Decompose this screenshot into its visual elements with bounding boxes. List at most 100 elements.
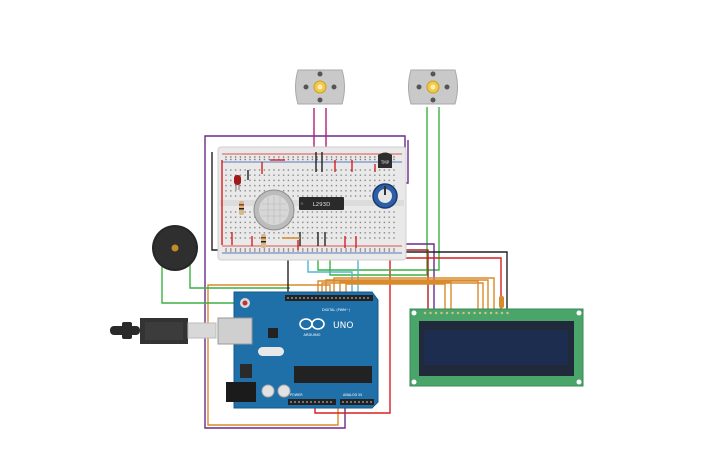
hole xyxy=(393,248,395,250)
hole xyxy=(234,248,237,250)
hole xyxy=(350,156,352,158)
red-led[interactable] xyxy=(234,175,241,190)
hole xyxy=(282,248,285,250)
hole xyxy=(388,237,390,239)
hole xyxy=(254,169,256,171)
hole xyxy=(249,156,251,158)
hole xyxy=(345,195,347,197)
hole xyxy=(239,195,242,197)
hole xyxy=(330,221,333,224)
arduino-uno[interactable]: UNO ARDUINO DIGITAL (PWM~) POWER ANALOG … xyxy=(217,291,379,409)
hole xyxy=(258,248,261,250)
hole xyxy=(263,158,266,161)
hole xyxy=(331,297,333,299)
hole xyxy=(378,216,381,218)
potentiometer[interactable] xyxy=(372,183,398,209)
resistor-2 xyxy=(261,234,266,248)
hole xyxy=(346,401,348,403)
hole xyxy=(383,221,386,224)
resistor-1 xyxy=(239,201,244,215)
hole xyxy=(297,174,299,176)
hole xyxy=(234,216,237,218)
hole xyxy=(234,169,237,171)
hole xyxy=(303,297,305,299)
hole xyxy=(306,169,309,171)
hole xyxy=(278,156,280,158)
hole xyxy=(302,248,304,250)
hole xyxy=(321,184,323,187)
hole xyxy=(359,156,362,158)
dc-motor-2[interactable] xyxy=(408,69,458,105)
hole xyxy=(383,174,386,176)
hole xyxy=(350,174,352,176)
hole xyxy=(298,401,300,403)
hole xyxy=(374,232,376,234)
hole xyxy=(292,169,294,171)
hole xyxy=(225,179,227,182)
hole xyxy=(292,184,294,187)
hole xyxy=(354,232,357,234)
hole xyxy=(378,250,381,252)
hole xyxy=(273,248,275,250)
hole xyxy=(393,179,395,182)
hole xyxy=(340,250,342,252)
arduino-logo-icon xyxy=(299,318,325,330)
hole xyxy=(374,216,376,218)
dc-motor-1[interactable] xyxy=(295,69,345,105)
hole xyxy=(339,297,341,299)
hole xyxy=(388,248,390,250)
hole xyxy=(268,250,270,252)
hole xyxy=(263,179,266,182)
gas-sensor[interactable] xyxy=(253,189,295,231)
hole xyxy=(383,211,386,213)
hole xyxy=(484,311,487,315)
power-label: POWER xyxy=(290,393,303,397)
hole xyxy=(383,232,386,234)
hole xyxy=(292,221,294,224)
hole xyxy=(263,250,266,252)
hole xyxy=(254,237,256,239)
hole xyxy=(297,195,299,197)
hole xyxy=(287,232,290,234)
hole xyxy=(230,158,232,161)
hole xyxy=(302,156,304,158)
hole xyxy=(351,297,353,299)
hole xyxy=(225,211,227,213)
hole xyxy=(370,401,372,403)
hole xyxy=(354,184,357,187)
hole xyxy=(287,184,290,187)
hole xyxy=(225,226,227,229)
hole xyxy=(350,184,352,187)
piezo-buzzer[interactable] xyxy=(152,225,198,271)
hole xyxy=(306,221,309,224)
lcd-16x2[interactable] xyxy=(409,308,584,387)
hole xyxy=(306,158,309,161)
hole xyxy=(350,158,352,161)
hole xyxy=(225,195,227,197)
hole xyxy=(359,232,362,234)
hole xyxy=(359,184,362,187)
hole xyxy=(316,169,318,171)
hole xyxy=(364,156,366,158)
temperature-sensor[interactable]: TMP xyxy=(378,152,392,169)
hole xyxy=(302,211,304,213)
hole xyxy=(451,311,454,315)
hole xyxy=(302,158,304,161)
hole xyxy=(374,174,376,176)
hole xyxy=(335,297,337,299)
hole xyxy=(393,250,395,252)
hole xyxy=(326,211,328,213)
hole xyxy=(225,156,227,158)
hole xyxy=(345,174,347,176)
hole xyxy=(364,179,366,182)
hole xyxy=(330,248,333,250)
hole xyxy=(244,169,246,171)
hole xyxy=(359,179,362,182)
hole xyxy=(345,216,347,218)
hole xyxy=(316,179,318,182)
hole xyxy=(268,156,270,158)
hole xyxy=(225,250,227,252)
hole xyxy=(225,237,227,239)
hole xyxy=(249,184,251,187)
hole xyxy=(268,179,270,182)
